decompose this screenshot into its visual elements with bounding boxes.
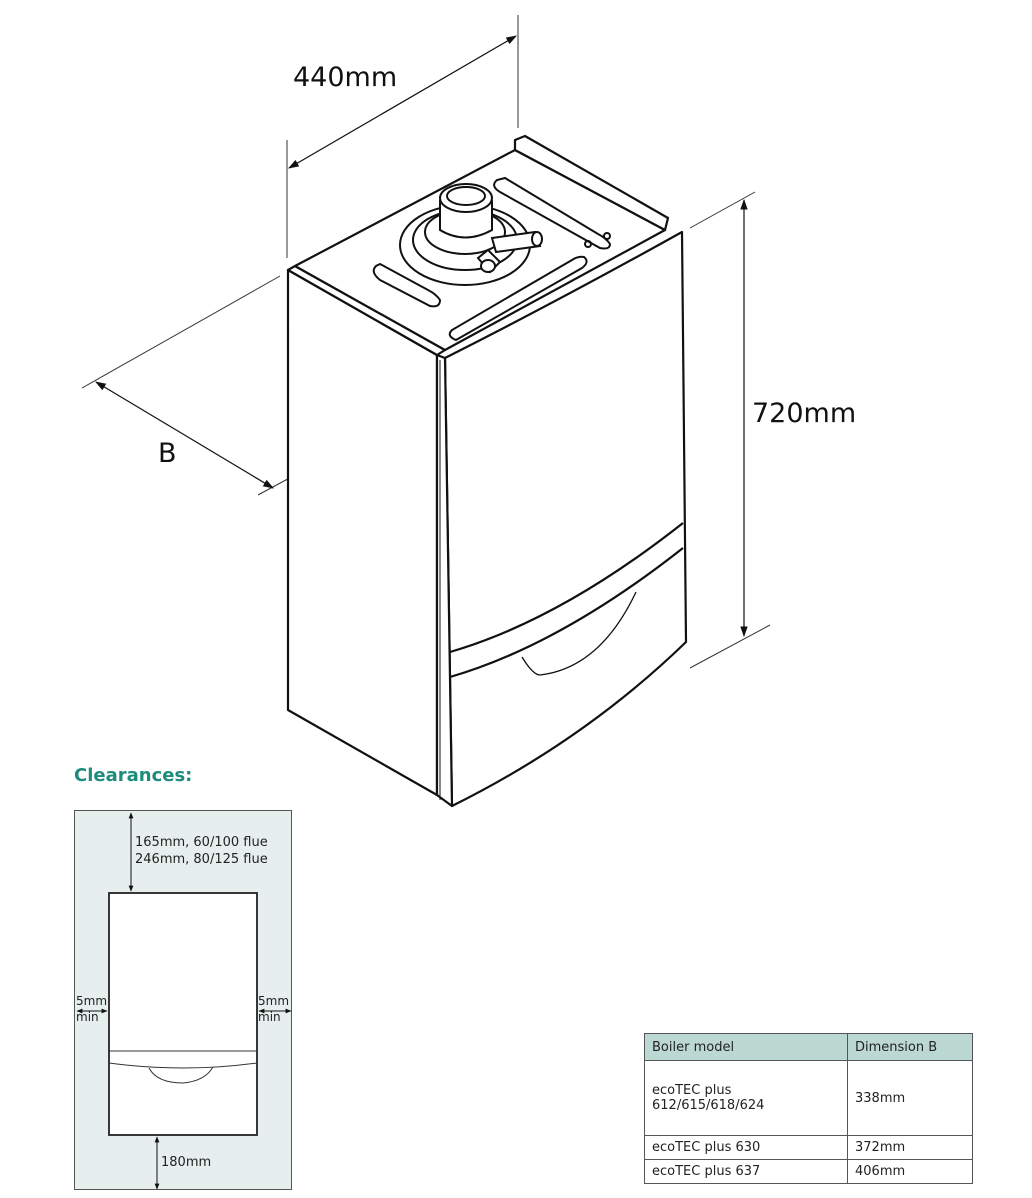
width-dimension-line [288,35,517,169]
model-cell: ecoTEC plus 637 [644,1159,848,1184]
depth-dimension-line [95,381,274,489]
model-line1: ecoTEC plus [652,1083,732,1098]
right-clearance-unit: min [258,1010,281,1024]
dimension-b-table: Boiler model Dimension B ecoTEC plus 612… [644,1033,973,1184]
top-clearance-line2: 246mm, 80/125 flue [135,852,268,867]
left-clearance-unit: min [76,1010,99,1024]
dimension-cell: 406mm [847,1159,973,1184]
header-boiler-model: Boiler model [644,1033,848,1061]
model-cell: ecoTEC plus 612/615/618/624 [644,1060,848,1136]
right-clearance-value: 5mm [258,994,290,1008]
width-dimension-label: 440mm [293,62,398,93]
clearances-title: Clearances: [74,765,193,786]
boiler-isometric-drawing [81,15,771,808]
clearances-panel: 165mm, 60/100 flue 246mm, 80/125 flue 5m… [74,810,292,1190]
model-cell: ecoTEC plus 630 [644,1135,848,1160]
table-row: ecoTEC plus 612/615/618/624 338mm [644,1060,973,1136]
depth-dimension-label: B [158,438,177,469]
header-dimension-b: Dimension B [847,1033,973,1061]
bottom-clearance-value: 180mm [161,1155,212,1170]
table-row: ecoTEC plus 637 406mm [644,1159,973,1184]
boiler-front-outline [108,892,258,1136]
clearances-diagram [76,812,292,1190]
dimension-cell: 338mm [847,1060,973,1136]
front-panel-details [439,360,684,800]
top-slots [372,176,612,342]
flue-outlet [399,183,543,286]
top-clearance-line1: 165mm, 60/100 flue [135,835,268,850]
table-header-row: Boiler model Dimension B [644,1033,973,1061]
dimension-cell: 372mm [847,1135,973,1160]
model-line2: 612/615/618/624 [652,1098,765,1113]
table-row: ecoTEC plus 630 372mm [644,1135,973,1160]
left-clearance-value: 5mm [76,994,108,1008]
height-dimension-label: 720mm [752,398,857,429]
